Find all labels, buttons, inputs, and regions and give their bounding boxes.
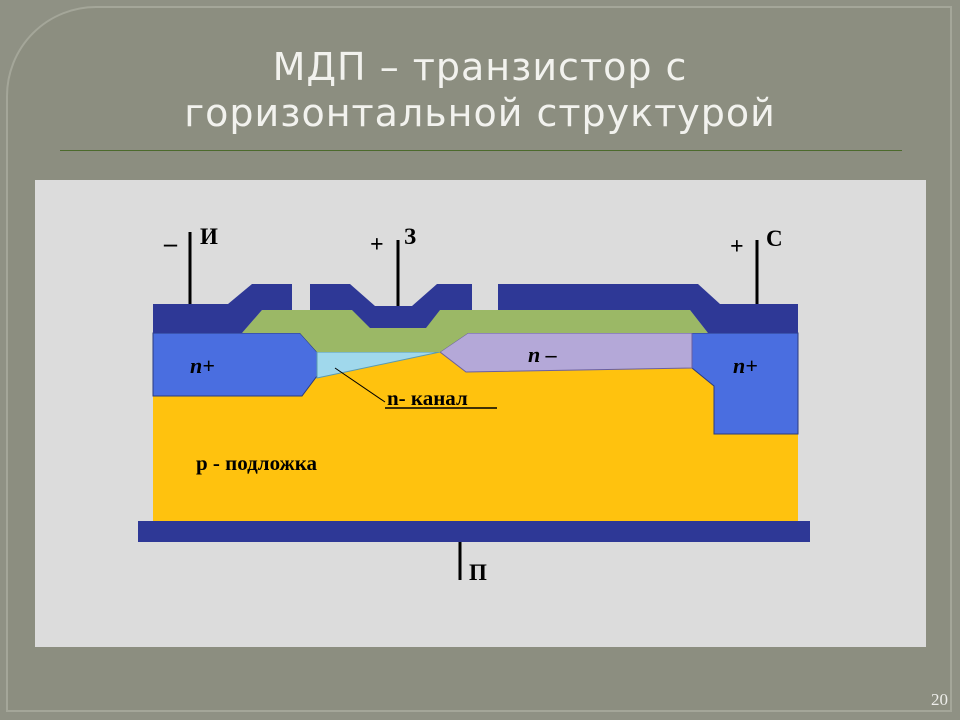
- title-line-1: МДП – транзистор с: [272, 45, 688, 89]
- right-field-metal: [498, 284, 798, 333]
- left-field-metal: [153, 284, 292, 333]
- substrate-label: П: [469, 560, 487, 585]
- substrate-region-label: p - подложка: [196, 451, 318, 475]
- n-plus-left-region: [152, 332, 318, 397]
- title-rule: [60, 150, 902, 151]
- gate-sign: +: [370, 232, 384, 258]
- slide-number: 20: [931, 690, 948, 709]
- n-minus-region: [439, 332, 693, 373]
- n-plus-right-label: n+: [733, 353, 758, 378]
- gate-electrode: [310, 284, 472, 328]
- drain-sign: +: [730, 234, 744, 260]
- source-label: И: [200, 224, 218, 249]
- n-plus-left-label: n+: [190, 353, 215, 378]
- channel-label: n- канал: [387, 386, 468, 410]
- slide-title: МДП – транзистор с горизонтальной структ…: [60, 44, 900, 136]
- source-sign: –: [163, 229, 178, 258]
- substrate-contact: [138, 521, 810, 542]
- title-line-2: горизонтальной структурой: [184, 91, 776, 135]
- gate-oxide: [242, 310, 708, 352]
- gate-label: З: [404, 224, 416, 249]
- channel-pointer: [334, 367, 386, 403]
- drain-label: С: [766, 226, 783, 251]
- n-minus-label: n –: [528, 342, 557, 367]
